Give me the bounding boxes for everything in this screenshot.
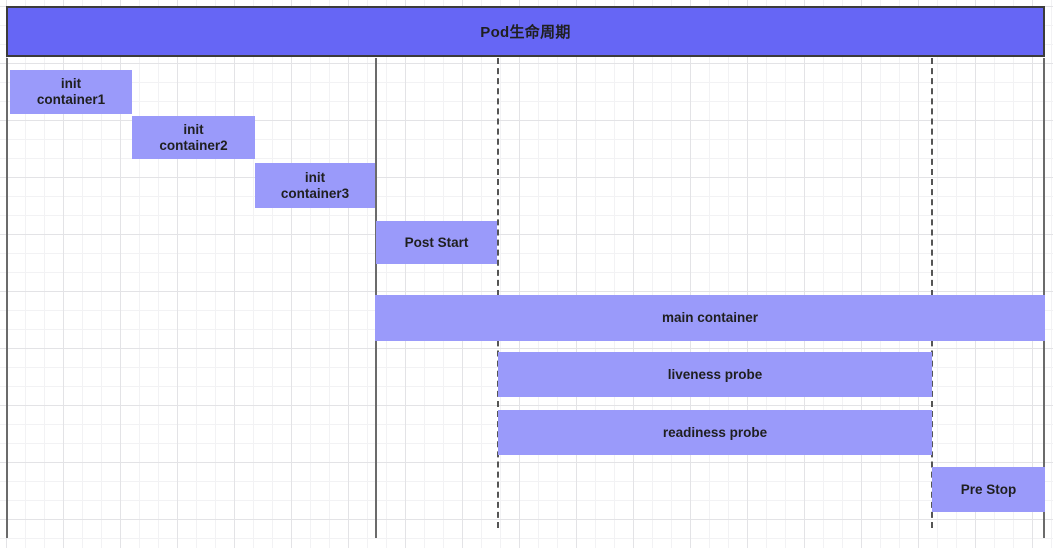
marker-container-start [497, 58, 499, 528]
bar-main-container: main container [375, 295, 1045, 341]
diagram-title-bar: Pod生命周期 [6, 6, 1045, 57]
bar-liveness-probe: liveness probe [498, 352, 932, 397]
bar-init-container-1-label: init container1 [36, 76, 106, 107]
bar-init-container-3: init container3 [255, 163, 375, 208]
divider-left-edge [6, 58, 8, 538]
bar-init-container-1: init container1 [10, 70, 132, 114]
page-title: Pod生命周期 [480, 24, 571, 41]
bar-init-container-2: init container2 [132, 116, 255, 159]
bar-post-start-label: Post Start [404, 234, 469, 250]
bar-pre-stop-label: Pre Stop [960, 481, 1017, 497]
bar-main-container-label: main container [661, 310, 759, 326]
bar-post-start: Post Start [376, 221, 497, 264]
marker-container-stop [931, 58, 933, 528]
bar-init-container-2-label: init container2 [159, 121, 228, 153]
bar-readiness-probe-label: readiness probe [662, 424, 768, 440]
bar-init-container-3-label: init container3 [280, 169, 350, 201]
bar-pre-stop: Pre Stop [932, 467, 1045, 512]
bar-readiness-probe: readiness probe [498, 410, 932, 455]
bar-liveness-probe-label: liveness probe [667, 366, 763, 382]
